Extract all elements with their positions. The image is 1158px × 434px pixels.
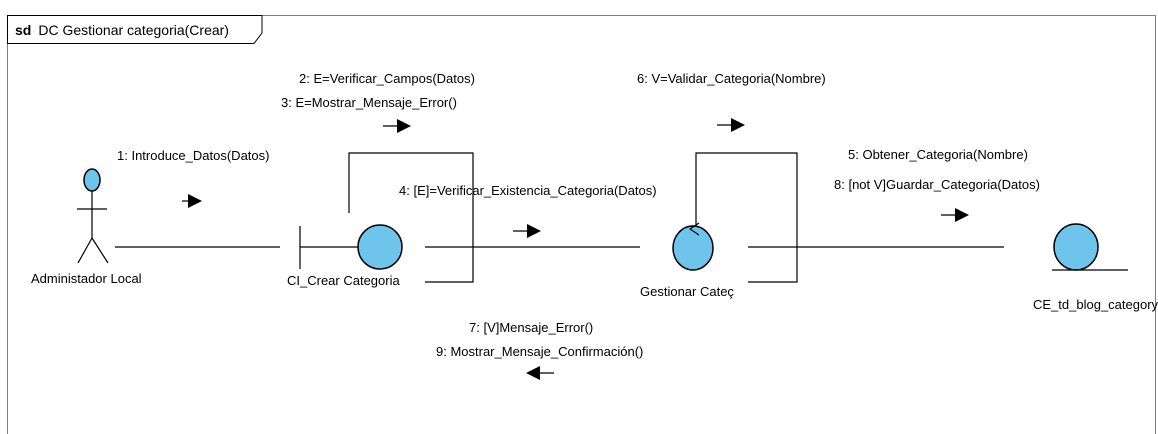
entity-label: CE_td_blog_category — [1033, 297, 1158, 312]
entity-circle — [1053, 223, 1099, 271]
message-4: 4: [E]=Verificar_Existencia_Categoria(Da… — [399, 183, 657, 198]
boundary-circle — [357, 224, 403, 270]
message-3: 3: E=Mostrar_Mensaje_Error() — [281, 95, 457, 110]
message-8: 8: [not V]Guardar_Categoria(Datos) — [834, 177, 1040, 192]
diagram-frame — [7, 15, 1156, 434]
link-control-self — [695, 152, 798, 283]
control-circle — [672, 225, 714, 271]
frame-title-tab — [7, 15, 263, 44]
actor-head — [83, 168, 101, 192]
message-6: 6: V=Validar_Categoria(Nombre) — [637, 71, 826, 86]
arrow-m7-m9 — [526, 366, 540, 380]
arrow-m1 — [188, 194, 202, 208]
message-2: 2: E=Verificar_Campos(Datos) — [299, 71, 475, 86]
control-label: Gestionar Cateç — [640, 284, 734, 299]
message-1: 1: Introduce_Datos(Datos) — [117, 148, 269, 163]
link-boundary-self — [348, 152, 474, 283]
arrow-m6 — [731, 118, 745, 132]
message-7: 7: [V]Mensaje_Error() — [469, 320, 593, 335]
boundary-ci-crear-categoria[interactable] — [299, 224, 403, 270]
arrow-m4 — [527, 224, 541, 238]
actor-administrador-local[interactable] — [77, 168, 109, 264]
message-5: 5: Obtener_Categoria(Nombre) — [848, 147, 1028, 162]
entity-ce-td-blog-category[interactable] — [1052, 223, 1128, 271]
boundary-label: CI_Crear Categoria — [287, 273, 400, 288]
message-9: 9: Mostrar_Mensaje_Confirmación() — [436, 344, 643, 359]
arrow-m5-m8 — [955, 208, 969, 222]
control-gestionar-categoria[interactable] — [672, 222, 714, 271]
actor-label: Administador Local — [31, 271, 142, 286]
arrow-m2-m3 — [397, 119, 411, 133]
